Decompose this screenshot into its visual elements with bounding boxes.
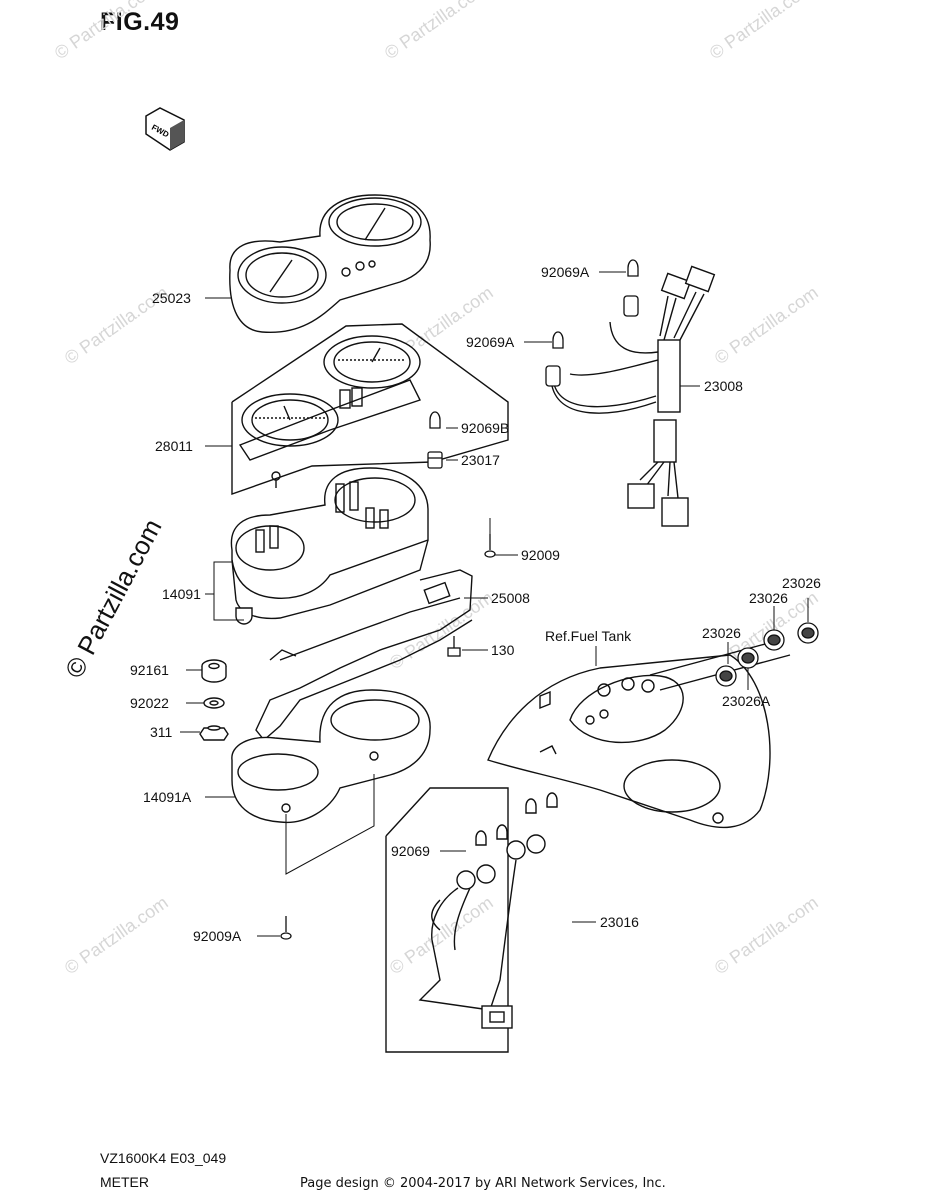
cap-23026-part [715, 622, 819, 687]
watermark-text: © Partzilla.com [711, 282, 822, 368]
screw-130-part [447, 636, 461, 657]
meter-cover-part [229, 194, 431, 334]
fwd-arrow-icon: FWD [145, 107, 185, 151]
bulb-92069a-top-part [623, 259, 639, 317]
grommet-92161-part [201, 659, 227, 683]
screw-92009-part [484, 534, 496, 558]
callout-23026a: 23026A [722, 693, 771, 709]
fuel-tank-panel-part [487, 639, 791, 829]
wire-harness-23008-part [551, 265, 716, 527]
callout-14091: 14091 [162, 586, 201, 602]
callout-23008: 23008 [704, 378, 743, 394]
watermark-large: © Partzilla.com [59, 514, 168, 683]
callout-23016: 23016 [600, 914, 639, 930]
callout-25008: 25008 [491, 590, 530, 606]
callout-92009: 92009 [521, 547, 560, 563]
callout-23026-c: 23026 [702, 625, 741, 641]
callout-28011: 28011 [155, 438, 193, 454]
callout-130: 130 [491, 642, 515, 658]
watermark-text: © Partzilla.com [386, 587, 497, 673]
callout-labels: 25023 28011 92069B 23017 92009 14091 250… [130, 264, 821, 944]
callout-23017: 23017 [461, 452, 500, 468]
lower-case-part [231, 689, 431, 824]
callout-25023: 25023 [152, 290, 191, 306]
socket-23017-part [427, 451, 443, 469]
screw-92009a-part [280, 916, 292, 940]
watermark-text: © Partzilla.com [706, 0, 817, 63]
leader-lines [180, 271, 809, 937]
callout-23026-a: 23026 [782, 575, 821, 591]
callout-92069a-top: 92069A [541, 264, 590, 280]
watermark-text: © Partzilla.com [51, 0, 162, 63]
callout-14091a: 14091A [143, 789, 192, 805]
callout-92069a-mid: 92069A [466, 334, 515, 350]
callout-92161: 92161 [130, 662, 169, 678]
callout-92022: 92022 [130, 695, 169, 711]
watermark-text: © Partzilla.com [61, 892, 172, 978]
callout-92069b: 92069B [461, 420, 509, 436]
callout-23026-b: 23026 [749, 590, 788, 606]
meter-case-part [230, 467, 429, 625]
model-code: VZ1600K4 E03_049 [100, 1150, 227, 1166]
page-credit: Page design © 2004-2017 by ARI Network S… [300, 1176, 666, 1191]
callout-92009a: 92009A [193, 928, 242, 944]
watermark-text: © Partzilla.com [711, 892, 822, 978]
nut-311-part [199, 725, 229, 741]
bracket-25008-part [255, 569, 473, 742]
figure-title: FIG.49 [100, 8, 180, 36]
callout-92069: 92069 [391, 843, 430, 859]
washer-92022-part [203, 697, 225, 709]
watermark-text: © Partzilla.com [381, 0, 492, 63]
gauge-assembly-part [231, 323, 509, 495]
bulb-92069b-part [429, 411, 441, 429]
callout-ref-fuel-tank: Ref.Fuel Tank [545, 628, 632, 644]
bulb-92069a-mid-part [545, 331, 564, 387]
callout-311: 311 [150, 724, 173, 740]
section-name: METER [100, 1174, 149, 1190]
wire-harness-23016-part [385, 787, 558, 1053]
